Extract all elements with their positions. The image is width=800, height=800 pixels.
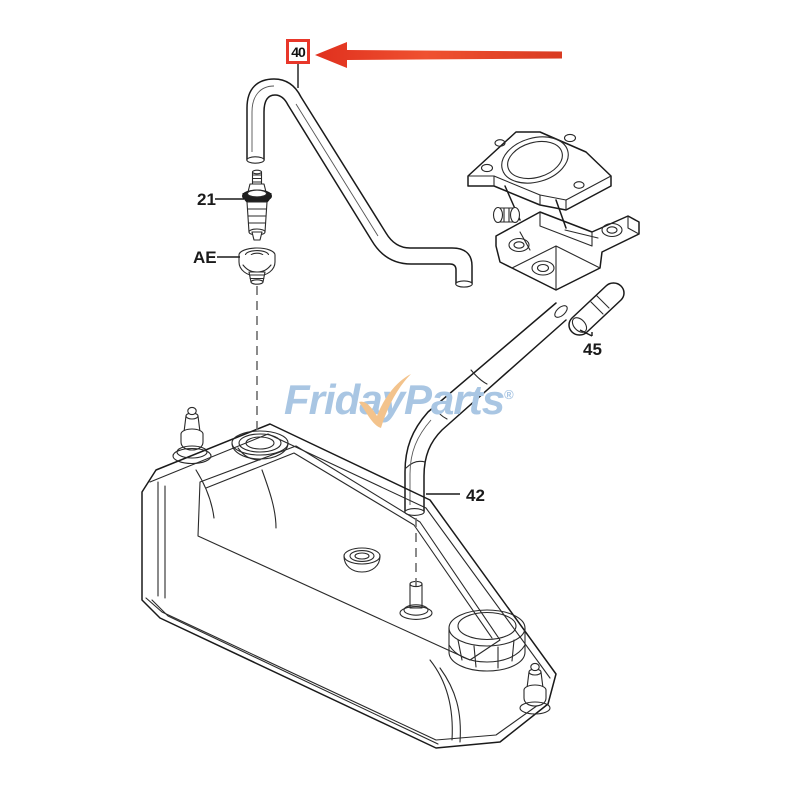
valve-cover-stud xyxy=(172,406,212,465)
valve-cover-breather-port xyxy=(231,430,289,461)
oil-filler-cap xyxy=(448,609,526,672)
callout-label-21[interactable]: 21 xyxy=(197,190,216,209)
callout-label-ae[interactable]: AE xyxy=(193,248,217,267)
valve-cover-assembly xyxy=(141,406,557,749)
callout-badge-40[interactable]: 40 xyxy=(286,39,310,64)
intake-flange-assembly xyxy=(467,131,640,291)
part-21-pcv-valve xyxy=(242,169,272,241)
callout-badge-40-label: 40 xyxy=(291,43,306,60)
valve-cover-mid-port xyxy=(343,547,381,573)
highlight-arrow xyxy=(315,42,562,68)
part-42-breather-hose xyxy=(404,302,568,516)
callout-label-45[interactable]: 45 xyxy=(583,340,602,359)
part-45-connector-tube xyxy=(568,282,625,336)
valve-cover-stud-right xyxy=(519,662,551,715)
valve-cover-nipple xyxy=(399,580,433,620)
leader-lines xyxy=(215,64,593,495)
assembly-alignment-lines xyxy=(256,286,417,586)
leader-45b xyxy=(579,329,593,337)
callout-label-42[interactable]: 42 xyxy=(466,486,485,505)
hose-barb-nipple xyxy=(492,206,521,224)
part-ae-grommet xyxy=(238,247,276,285)
part-40-breather-hose xyxy=(246,78,473,288)
